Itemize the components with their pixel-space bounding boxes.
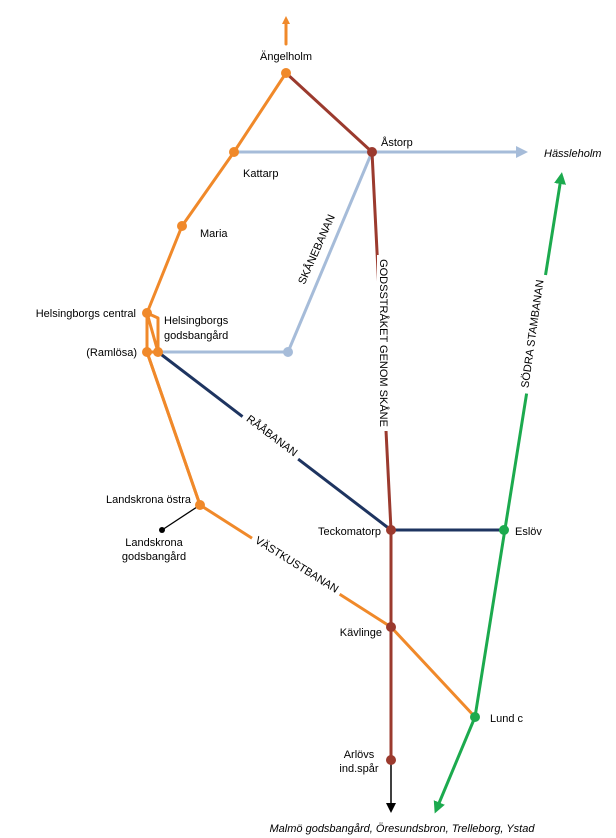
station-eslov (499, 525, 509, 535)
station-astorp (367, 147, 377, 157)
station-helsingborgs-godsbangard (153, 347, 163, 357)
label-helsingborgs-godsbangard-1: Helsingborgs (164, 315, 229, 327)
vastkustbanan-line-central-link (145, 311, 160, 354)
label-astorp: Åstorp (381, 136, 413, 149)
label-hassleholm: Hässleholm (544, 148, 601, 160)
label-helsingborgs-godsbangard-2: godsbangård (164, 330, 228, 342)
label-ramlosa: (Ramlösa) (86, 347, 137, 359)
station-lund-c (470, 712, 480, 722)
label-lund-c: Lund c (490, 713, 524, 725)
label-arlov-1: Arlövs (344, 749, 375, 761)
label-teckomatorp: Teckomatorp (318, 526, 381, 538)
line-label-raabanan: RÅÅBANAN (240, 408, 305, 463)
vastkustbanan-line-south (145, 350, 477, 719)
label-kattarp: Kattarp (243, 168, 278, 180)
label-landskrona-godsbangard-2: godsbangård (122, 551, 186, 563)
station-arlov (386, 755, 396, 765)
station-landskrona-ostra (195, 500, 205, 510)
station-helsingborgs-central (142, 308, 152, 318)
svg-text:SÖDRA STAMBANAN: SÖDRA STAMBANAN (519, 279, 546, 389)
svg-text:VÄSTKUSTBANAN: VÄSTKUSTBANAN (253, 535, 341, 596)
label-landskrona-ostra: Landskrona östra (106, 494, 192, 506)
label-angelholm: Ängelholm (260, 51, 312, 63)
svg-text:RÅÅBANAN: RÅÅBANAN (244, 412, 300, 459)
station-kattarp (229, 147, 239, 157)
station-teckomatorp (386, 525, 396, 535)
line-label-vastkustbanan: VÄSTKUSTBANAN (249, 530, 345, 598)
station-maria (177, 221, 187, 231)
svg-text:GODSSTRÅKET GENOM SKÅNE: GODSSTRÅKET GENOM SKÅNE (377, 259, 390, 427)
label-helsingborgs-central: Helsingborgs central (36, 308, 136, 320)
skanebanan-line-south (286, 150, 374, 354)
label-malmo-destinations: Malmö godsbangård, Öresundsbron, Trelleb… (270, 823, 536, 835)
station-kavlinge (386, 622, 396, 632)
line-label-sodra-stambanan: SÖDRA STAMBANAN (516, 273, 548, 395)
station-landskrona-godsbangard (159, 527, 165, 533)
vastkustbanan-line-north (145, 71, 288, 354)
line-label-godsstraket: GODSSTRÅKET GENOM SKÅNE (377, 255, 391, 431)
label-landskrona-godsbangard-1: Landskrona (125, 537, 183, 549)
landskrona-spur (161, 504, 201, 531)
godsstraket-line (284, 71, 393, 762)
sodra-stambanan-line-south (433, 715, 477, 814)
label-eslov: Eslöv (515, 526, 542, 538)
station-skanebanan-junction (283, 347, 293, 357)
label-kavlinge: Kävlinge (340, 627, 382, 639)
station-angelholm (281, 68, 291, 78)
station-ramlosa (142, 347, 152, 357)
label-arlov-2: ind.spår (339, 763, 378, 775)
label-maria: Maria (200, 228, 228, 240)
sodra-stambanan-line (473, 172, 566, 719)
raabanan-line (156, 350, 506, 532)
vastkustbanan-line-ramlosa-loop (145, 350, 202, 507)
